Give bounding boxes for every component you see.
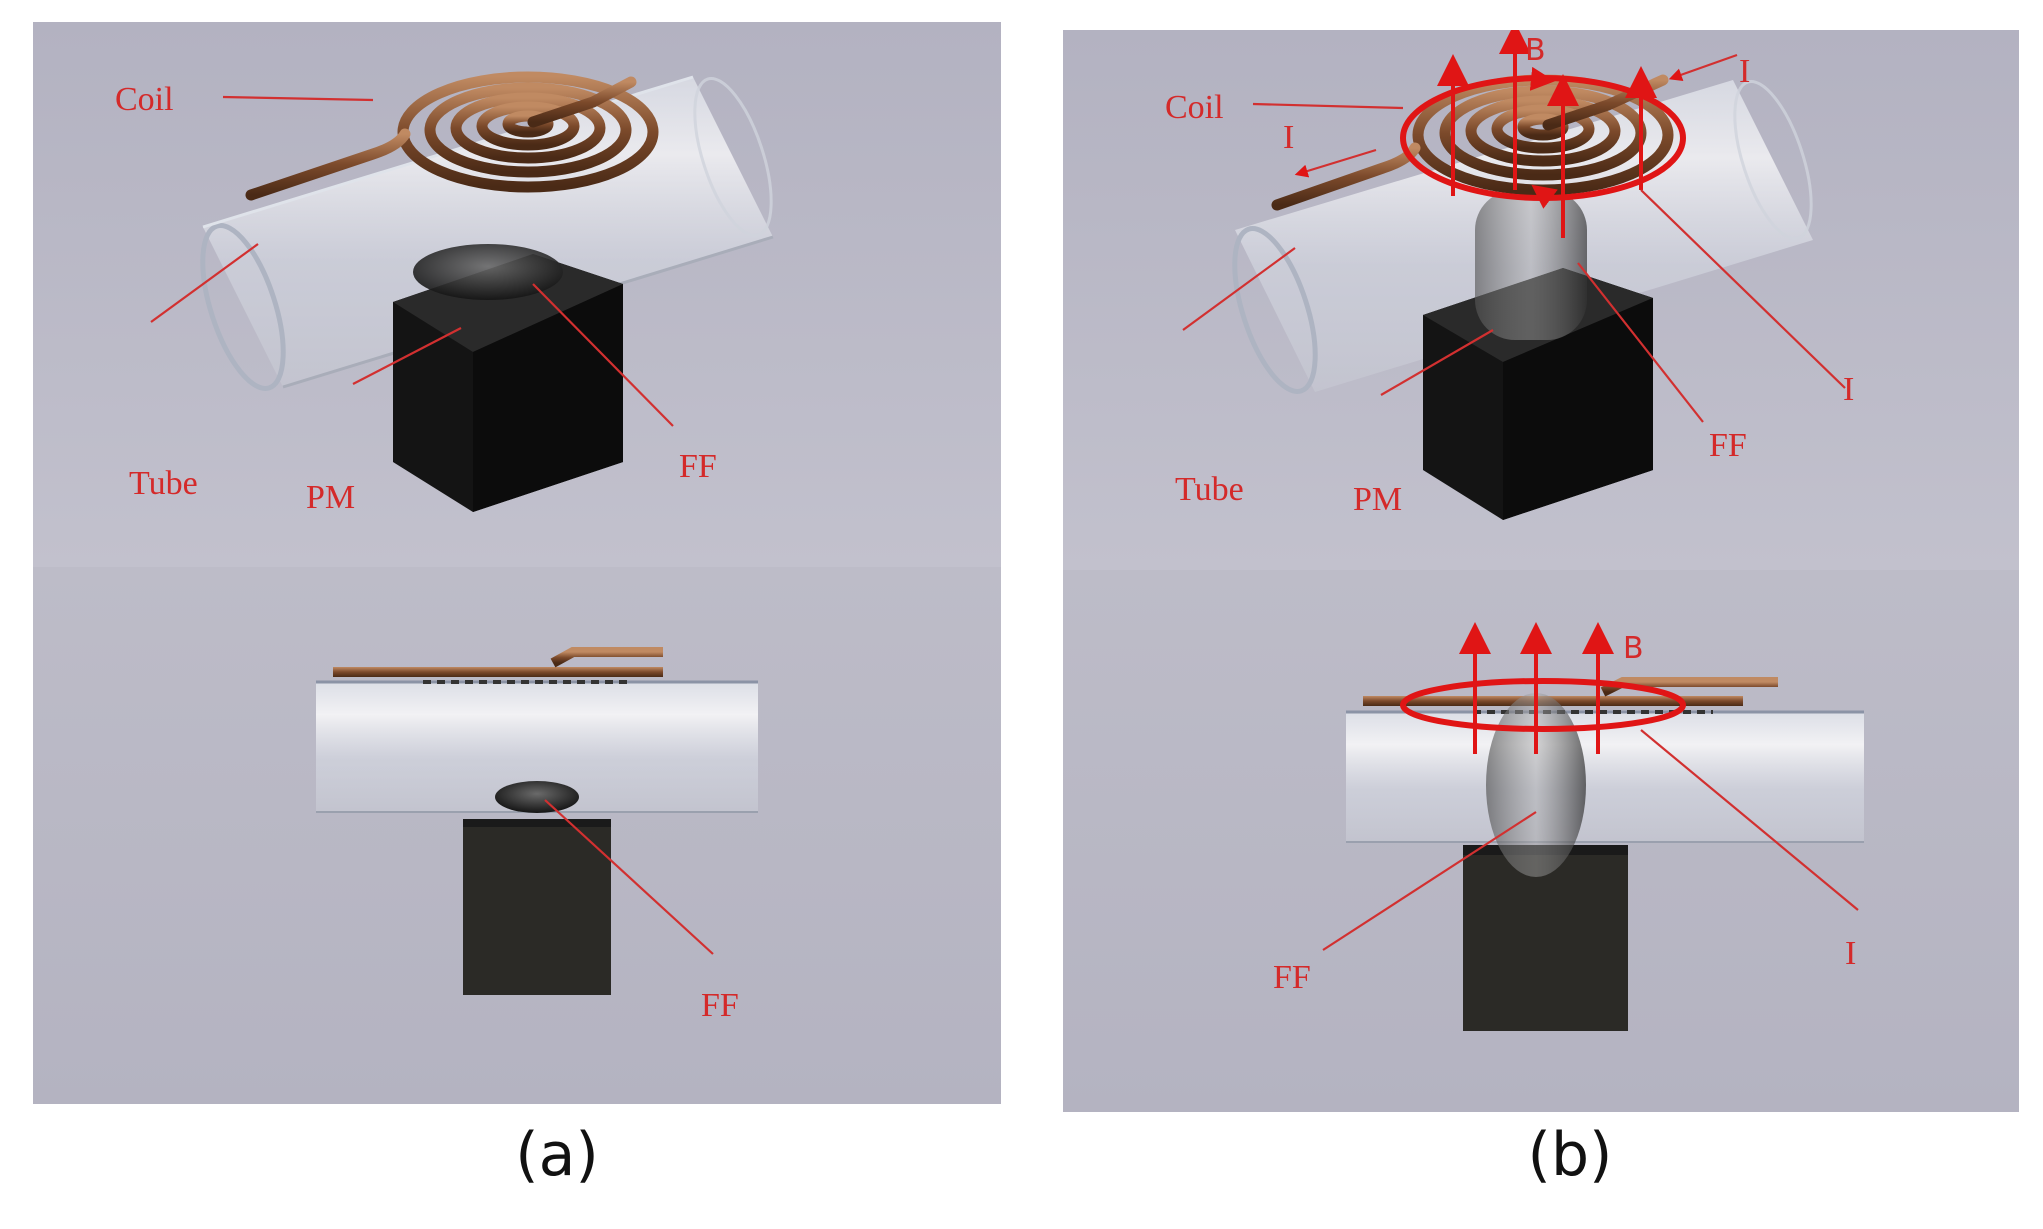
caption-a: (a) (515, 1120, 599, 1190)
label-current-top-right: I (1739, 53, 1750, 90)
spiral-coil (245, 71, 659, 201)
magnet-side (1463, 853, 1628, 1031)
label-tube: Tube (129, 465, 198, 502)
label-pm: PM (306, 479, 355, 516)
label-current-bottom-right: I (1845, 935, 1856, 972)
panel-a-illustration: Coil Tube PM FF FF (33, 22, 1001, 1104)
label-coil: Coil (1165, 89, 1224, 126)
panel-b-illustration: Coil Tube PM FF FF B B I I I I (1063, 30, 2019, 1112)
label-ff-bottom: FF (701, 987, 739, 1024)
ferrofluid-column (1475, 190, 1587, 340)
panel-a: Coil Tube PM FF FF (33, 22, 1001, 1104)
label-ff-bottom: FF (1273, 959, 1311, 996)
label-pm: PM (1353, 481, 1402, 518)
ferrofluid-blob (413, 244, 563, 300)
coil-side (333, 647, 663, 684)
ferrofluid-column-side (1486, 693, 1586, 877)
current-loop-side (1400, 678, 1686, 732)
panel-b: Coil Tube PM FF FF B B I I I I (1063, 30, 2019, 1112)
tube-side (1346, 710, 1864, 843)
label-ff-top: FF (1709, 427, 1747, 464)
label-b-bottom: B (1623, 631, 1644, 666)
caption-b: (b) (1527, 1120, 1613, 1190)
label-ff-top: FF (679, 448, 717, 485)
magnet-side (463, 825, 611, 995)
label-tube: Tube (1175, 471, 1244, 508)
label-b-top: B (1525, 33, 1546, 68)
label-current-left: I (1283, 119, 1294, 156)
permanent-magnet (1423, 268, 1653, 520)
ferrofluid-side (495, 781, 579, 813)
label-current-right: I (1843, 371, 1854, 408)
label-coil: Coil (115, 81, 174, 118)
